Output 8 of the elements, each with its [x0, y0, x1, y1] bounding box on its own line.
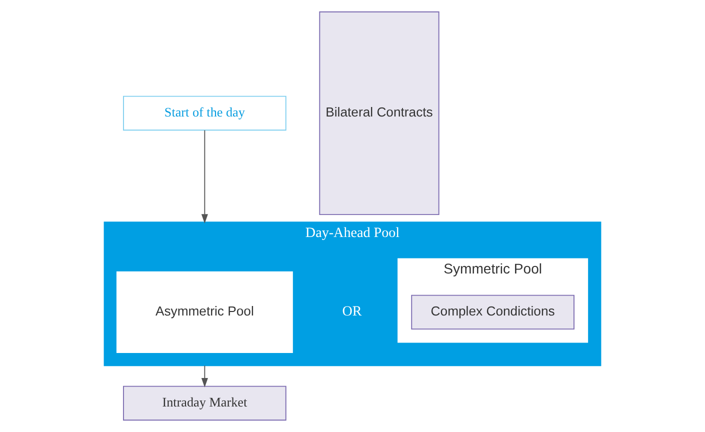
node-box: Start of the day — [123, 96, 286, 131]
node-box: Bilateral Contracts — [319, 11, 440, 216]
arrow — [201, 365, 208, 388]
node-box: Asymmetric Pool — [116, 271, 293, 354]
node-box: Intraday Market — [123, 386, 286, 421]
node-box: Complex Condictions — [411, 294, 574, 330]
arrow — [201, 130, 208, 224]
label: OR — [342, 303, 362, 320]
